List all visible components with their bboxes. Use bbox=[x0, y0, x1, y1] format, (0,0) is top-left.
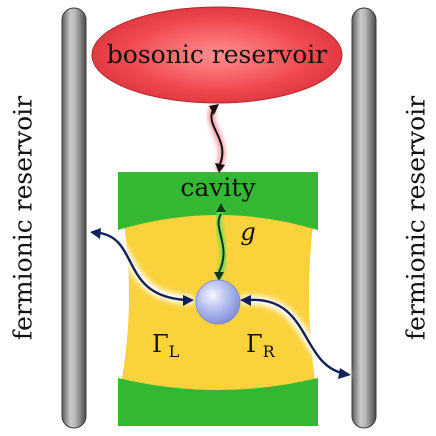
bosonic-reservoir: bosonic reservoir bbox=[91, 6, 343, 104]
right-reservoir-label: fermionic reservoir bbox=[402, 96, 431, 340]
cavity-label: cavity bbox=[180, 173, 256, 202]
left-reservoir-label: fermionic reservoir bbox=[9, 96, 38, 340]
cavity-coupling-arrow bbox=[214, 203, 227, 281]
gamma-right-label: ΓR bbox=[246, 330, 276, 361]
bosonic-reservoir-label: bosonic reservoir bbox=[107, 40, 327, 69]
cavity-top-mirror bbox=[118, 172, 318, 230]
bosonic-coupling-arrow bbox=[207, 104, 226, 173]
quantum-dot bbox=[195, 279, 241, 325]
svg-text:ΓR: ΓR bbox=[246, 330, 276, 361]
svg-text:ΓL: ΓL bbox=[152, 330, 180, 361]
cavity-bottom-mirror bbox=[118, 378, 318, 426]
right-tunneling-arrow bbox=[239, 295, 351, 379]
gamma-left-subscript: L bbox=[169, 342, 180, 361]
right-electrode bbox=[351, 7, 377, 429]
left-tunneling-arrow bbox=[90, 227, 195, 306]
gamma-left-symbol: Γ bbox=[152, 330, 169, 358]
gamma-right-subscript: R bbox=[263, 342, 276, 361]
coupling-label: g bbox=[240, 218, 255, 246]
gamma-right-symbol: Γ bbox=[246, 330, 263, 358]
gamma-left-label: ΓL bbox=[152, 330, 180, 361]
left-electrode bbox=[61, 7, 87, 429]
